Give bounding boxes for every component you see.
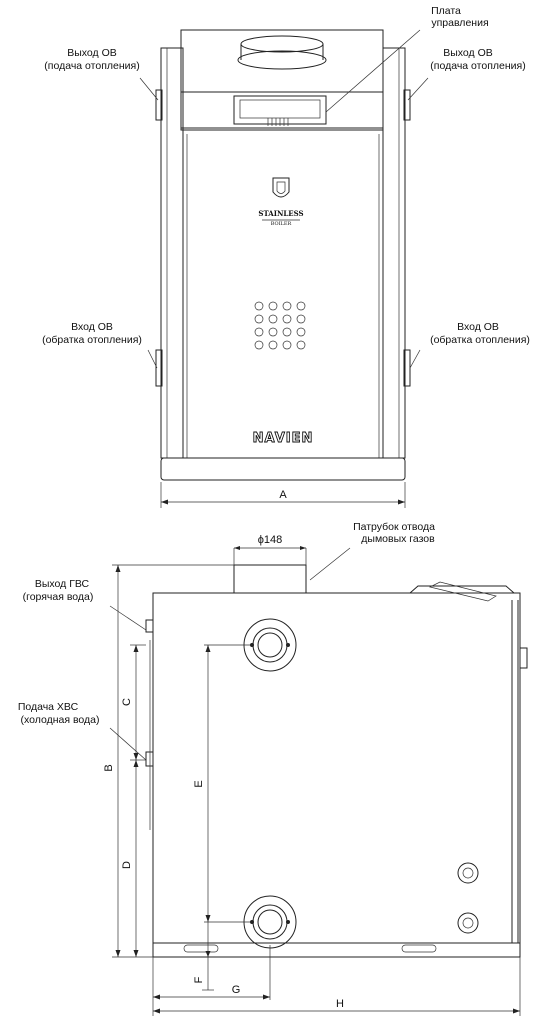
dimension-b-label: B <box>103 764 115 771</box>
label-return-left-2: (обратка отопления) <box>42 334 142 346</box>
label-flue-1: Патрубок отвода <box>353 521 435 533</box>
label-return-right-1: Вход ОВ <box>457 321 499 333</box>
front-right-pillar <box>382 47 406 459</box>
front-left-pillar <box>160 47 184 459</box>
label-board-1: Плата <box>431 5 461 17</box>
side-fitting-upper-right <box>457 862 479 884</box>
side-fitting-lower-right <box>457 912 479 934</box>
dimension-a-label: A <box>279 489 287 501</box>
dimension-c-label: C <box>121 698 133 706</box>
label-board-2: управления <box>431 17 488 29</box>
label-flue-2: дымовых газов <box>361 533 435 545</box>
front-supply-pipe-left <box>155 89 163 121</box>
label-return-left-1: Вход ОВ <box>71 321 113 333</box>
shield-icon <box>272 177 290 198</box>
side-view: ϕ148 Патрубок отвода дымовых газов <box>18 521 528 1016</box>
side-top-handle <box>428 581 497 602</box>
dimension-d-label: D <box>121 861 133 869</box>
front-flue-pipe-collar <box>237 50 327 70</box>
label-cold-water-2: (холодная вода) <box>21 714 100 726</box>
side-supply-fitting <box>243 618 297 672</box>
front-flue-pipe-top <box>240 35 324 53</box>
front-panel <box>182 129 384 459</box>
side-back-bracket <box>519 647 528 669</box>
side-return-fitting <box>243 895 297 949</box>
side-cold-water-pipe <box>145 751 154 767</box>
side-base <box>152 942 521 958</box>
label-supply-right-2: (подача отопления) <box>430 60 525 72</box>
dimension-f-label: F <box>193 976 205 983</box>
side-flue-pipe <box>233 564 307 594</box>
vent-holes-grid <box>254 301 306 350</box>
front-top-housing <box>180 29 384 131</box>
label-supply-left-2: (подача отопления) <box>44 60 139 72</box>
label-hot-water-2: (горячая вода) <box>23 591 94 603</box>
dimension-e-label: E <box>193 780 205 787</box>
label-hot-water-1: Выход ГВС <box>35 578 90 590</box>
front-supply-pipe-right <box>403 89 411 121</box>
label-cold-water-1: Подача ХВС <box>18 701 79 713</box>
dimension-h-label: H <box>336 998 344 1010</box>
dimension-g-label: G <box>232 984 241 996</box>
side-hot-water-pipe <box>145 619 154 633</box>
badge-line1: STAINLESS <box>258 209 303 218</box>
front-base <box>160 457 406 481</box>
label-return-right-2: (обратка отопления) <box>430 334 530 346</box>
front-view: STAINLESS BOILER NAVIEN Выход ОВ (подача… <box>42 5 530 508</box>
brand-logo: NAVIEN <box>253 431 314 446</box>
flue-diameter-label: ϕ148 <box>258 534 283 546</box>
badge-line2: BOILER <box>271 221 292 227</box>
label-supply-left-1: Выход ОВ <box>67 47 117 59</box>
front-return-pipe-left <box>155 349 163 387</box>
label-supply-right-1: Выход ОВ <box>443 47 493 59</box>
